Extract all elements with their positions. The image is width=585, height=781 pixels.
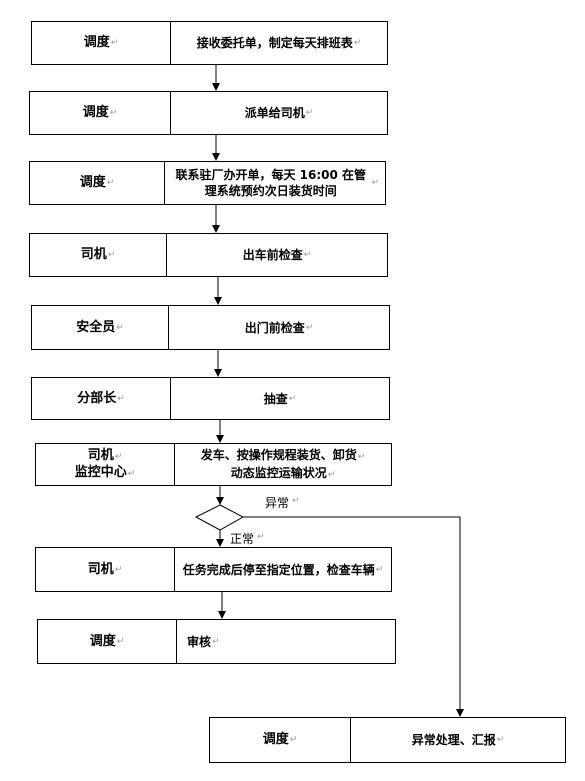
step-8-role: 司机 — [87, 561, 114, 577]
step-4: 司机↵ 出车前检查↵ — [29, 233, 388, 277]
step-3: 调度↵ 联系驻厂办开单，每天 16:00 在管理系统预约次日装货时间↵ — [29, 161, 386, 205]
exception-role: 调度 — [262, 732, 289, 747]
step-4-task: 出车前检查 — [242, 248, 303, 262]
step-2-role: 调度 — [82, 105, 109, 120]
exception-task: 异常处理、汇报 — [411, 733, 496, 747]
step-7-task-2: 动态监控运输状况 — [230, 465, 327, 480]
step-7-task-1: 发车、按操作规程装货、卸货 — [200, 447, 357, 462]
step-9-role: 调度 — [89, 633, 116, 649]
abnormal-label: 异常 — [265, 496, 290, 510]
step-5-role: 安全员 — [76, 319, 116, 335]
step-6-role: 分部长 — [77, 390, 117, 406]
arrow-decision-abnormal — [243, 516, 464, 717]
step-8-task: 任务完成后停至指定位置，检查车辆 — [182, 562, 375, 577]
step-1: 调度↵ 接收委托单，制定每天排班表↵ — [31, 21, 388, 65]
step-6: 分部长↵ 抽查↵ — [31, 377, 390, 420]
step-7: 司机↵ 监控中心↵ 发车、按操作规程装货、卸货↵ 动态监控运输状况↵ — [35, 443, 392, 486]
normal-label: 正常 — [230, 532, 255, 546]
step-7-role-2: 监控中心 — [74, 464, 127, 480]
step-5-task: 出门前检查 — [244, 320, 305, 335]
step-2: 调度↵ 派单给司机↵ — [29, 91, 388, 135]
exception-step: 调度↵ 异常处理、汇报↵ — [209, 717, 566, 763]
step-5: 安全员↵ 出门前检查↵ — [31, 305, 390, 350]
decision-diamond — [194, 504, 245, 531]
step-9-task: 审核 — [187, 634, 212, 649]
step-1-task: 接收委托单，制定每天排班表 — [196, 36, 353, 50]
step-7-role-1: 司机 — [87, 447, 114, 463]
step-3-task: 联系驻厂办开单，每天 16:00 在管理系统预约次日装货时间 — [175, 168, 366, 198]
step-2-task: 派单给司机 — [244, 106, 305, 120]
step-6-task: 抽查 — [263, 391, 288, 406]
step-4-role: 司机 — [80, 247, 107, 262]
step-9: 调度↵ 审核↵ — [37, 619, 396, 664]
step-3-role: 调度 — [79, 175, 106, 190]
step-1-role: 调度 — [83, 35, 110, 50]
step-8: 司机↵ 任务完成后停至指定位置，检查车辆↵ — [35, 547, 392, 592]
